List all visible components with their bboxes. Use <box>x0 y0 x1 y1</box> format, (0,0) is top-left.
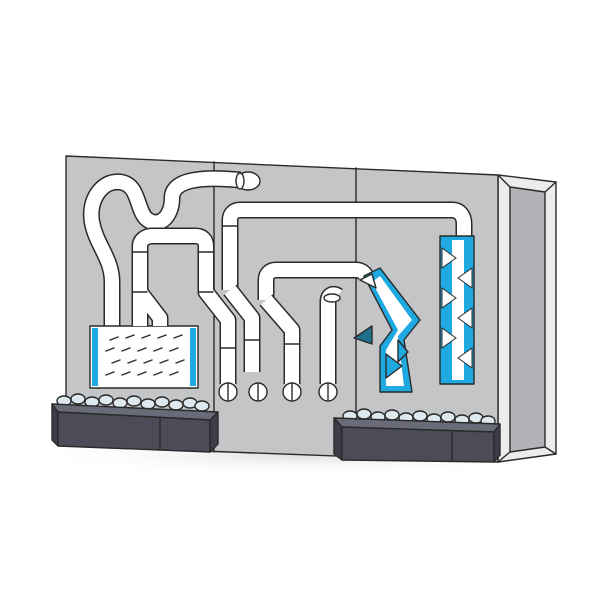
radiator-slots <box>105 334 185 376</box>
chevron-filter-icon <box>439 235 475 385</box>
elbow-connector <box>347 261 374 281</box>
side-frame <box>497 174 557 463</box>
zigzag-filter-icon <box>353 267 421 393</box>
top-header-pipe <box>221 201 473 372</box>
drop-pipes <box>219 261 348 384</box>
serpentine-pipe-icon <box>82 170 261 326</box>
valve-icon <box>248 382 268 402</box>
u-pipe <box>131 227 237 336</box>
valve-icon <box>218 382 238 402</box>
planter-box-icon <box>333 408 501 463</box>
pebbles-left <box>56 393 210 412</box>
valve-icon <box>318 382 338 402</box>
valve-row <box>218 382 338 402</box>
valve-icon <box>282 382 302 402</box>
planter-box-icon <box>51 393 219 453</box>
radiator-coil-icon <box>89 325 199 389</box>
